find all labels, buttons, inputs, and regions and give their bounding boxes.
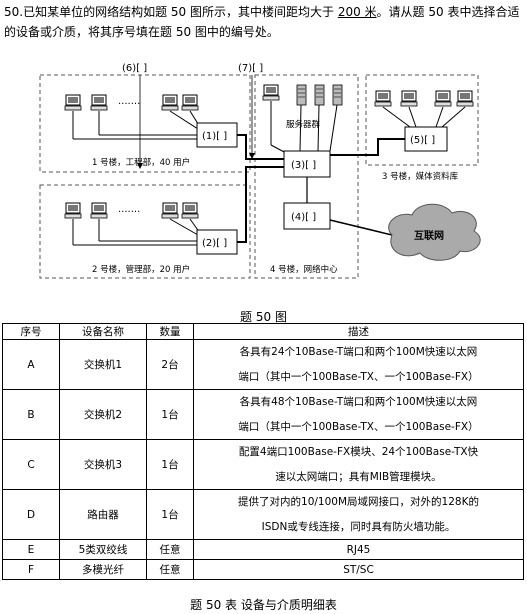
device-box-1-label: (1)[ ] [202,131,227,142]
server-icon [296,84,307,106]
building3-outline [365,74,479,166]
internet-label: 互联网 [414,229,444,242]
ellipsis-icon: ······· [118,207,140,218]
pc-icon [456,90,474,107]
cell-qty: 1台 [146,389,194,440]
header-desc: 描述 [193,323,524,340]
device-box-3-label: (3)[ ] [291,160,316,171]
cell-id: A [2,339,60,390]
pc-icon [161,202,179,219]
cell-name: 多模光纤 [59,559,147,580]
table-row: E 5类双绞线 任意 RJ45 [2,539,524,560]
link7-arrowhead [249,153,255,159]
pc-icon [64,94,82,111]
building1-outline [39,74,251,173]
device-box-5-label: (5)[ ] [410,135,435,146]
pc-icon [400,90,418,107]
table-row: F 多模光纤 任意 ST/SC [2,559,524,580]
header-id: 序号 [2,323,60,340]
cell-desc: 各具有24个10Base-T端口和两个100M快速以太网端口（其中一个100Ba… [193,339,524,390]
pc-icon [90,202,108,219]
cell-qty: 任意 [146,539,194,560]
device-box-5 [404,126,448,152]
cell-qty: 2台 [146,339,194,390]
cell-name: 5类双绞线 [59,539,147,560]
server-icon [314,84,325,106]
cell-id: B [2,389,60,440]
header-name: 设备名称 [59,323,147,340]
figure-caption: 题 50 图 [240,310,287,324]
pc-icon [64,202,82,219]
link6-arrowhead [137,163,143,169]
cell-id: F [2,559,60,580]
question-text: 50.已知某单位的网络结构如题 50 图所示，其中楼间距均大于 200 米。请从… [4,2,524,42]
table-row: C 交换机3 1台 配置4端口100Base-FX模块、24个100Base-T… [2,439,524,490]
device-box-3 [283,150,331,178]
building1-label: 1 号楼，工程部，40 用户 [92,157,190,168]
cell-desc: ST/SC [193,559,524,580]
building4-outline [254,74,359,279]
cell-name: 交换机3 [59,439,147,490]
device-box-1 [196,122,238,148]
device-box-4-label: (4)[ ] [291,212,316,223]
pc-icon [90,94,108,111]
pc-icon [181,202,199,219]
table-caption: 题 50 表 设备与介质明细表 [190,598,337,612]
pc-icon [161,94,179,111]
link6-label: (6)[ ] [122,63,147,74]
spec-table: 序号 设备名称 数量 描述 A 交换机1 2台 各具有24个10Base-T端口… [2,323,524,580]
intro-part1: 50.已知某单位的网络结构如题 50 图所示，其中楼间距均大于 [4,5,338,19]
device-box-2 [196,229,238,255]
cell-qty: 任意 [146,559,194,580]
cell-id: D [2,489,60,540]
building3-label: 3 号楼，媒体资料库 [382,171,459,182]
cell-name: 交换机2 [59,389,147,440]
trunk-link-3 [330,138,405,156]
table-row: A 交换机1 2台 各具有24个10Base-T端口和两个100M快速以太网端口… [2,339,524,390]
pc-icon [262,84,280,101]
cell-name: 交换机1 [59,339,147,390]
device-box-2-label: (2)[ ] [202,238,227,249]
header-qty: 数量 [146,323,194,340]
trunk-link-1 [237,134,284,160]
link7-label: (7)[ ] [238,63,263,74]
cell-desc: 各具有48个10Base-T端口和两个100M快速以太网端口（其中一个100Ba… [193,389,524,440]
cell-desc: 配置4端口100Base-FX模块、24个100Base-TX快速以太网端口；具… [193,439,524,490]
table-row: B 交换机2 1台 各具有48个10Base-T端口和两个100M快速以太网端口… [2,389,524,440]
table-header-row: 序号 设备名称 数量 描述 [2,323,524,340]
pc-icon [434,90,452,107]
building2-outline [39,184,251,279]
network-diagram: (6)[ ] (7)[ ] ······· (1)[ ] 1 号楼，工程部，40… [39,63,481,279]
intro-part2: 。请从题 50 表中选择合适的设备或介质，将其序号填在题 50 图中的编号处。 [4,5,520,39]
cell-qty: 1台 [146,489,194,540]
building2-label: 2 号楼，管理部，20 用户 [92,264,190,275]
distance-value: 200 米 [337,5,377,19]
pc-icon [374,90,392,107]
server-group-label: 服务器群 [286,119,321,130]
cell-desc: RJ45 [193,539,524,560]
pc-icon [181,94,199,111]
cell-qty: 1台 [146,439,194,490]
ellipsis-icon: ······· [118,99,140,110]
cell-id: C [2,439,60,490]
building4-label: 4 号楼，网络中心 [270,264,338,275]
internet-cloud-icon [388,203,481,261]
trunk-link-2 [237,166,284,243]
cell-name: 路由器 [59,489,147,540]
device-box-4 [283,202,331,230]
server-icon [332,84,343,106]
cell-id: E [2,539,60,560]
